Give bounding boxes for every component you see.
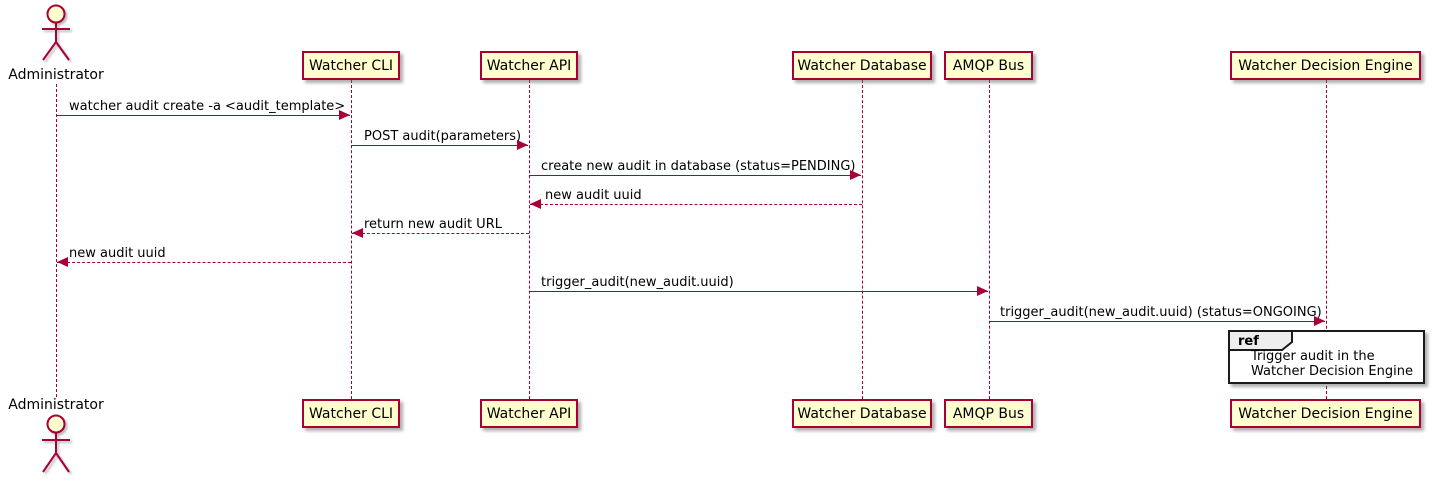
participant-label: Watcher Database xyxy=(797,405,927,422)
participant-label: Watcher CLI xyxy=(308,405,394,422)
lifeline-watcher-cli xyxy=(351,80,352,399)
actor-name-top: Administrator xyxy=(8,67,104,83)
participant-watcher-decision-engine-bottom: Watcher Decision Engine xyxy=(1230,399,1421,428)
message-label: create new audit in database (status=PEN… xyxy=(541,159,856,174)
message-return-line xyxy=(57,262,351,263)
message-arrow-line xyxy=(56,115,350,116)
arrowhead-icon xyxy=(352,228,363,238)
ref-frame: ref Trigger audit in the Watcher Decisio… xyxy=(1228,330,1425,384)
participant-watcher-api-top: Watcher API xyxy=(480,51,578,80)
participant-watcher-cli-bottom: Watcher CLI xyxy=(302,399,400,428)
participant-label: Watcher API xyxy=(486,405,572,422)
lifeline-watcher-database xyxy=(862,80,863,399)
arrowhead-icon xyxy=(1314,316,1325,326)
lifeline-administrator xyxy=(56,84,57,397)
message-label: trigger_audit(new_audit.uuid) xyxy=(541,275,734,290)
arrowhead-icon xyxy=(339,110,350,120)
lifeline-watcher-api xyxy=(529,80,530,399)
participant-label: Watcher Decision Engine xyxy=(1238,57,1413,74)
participant-amqp-bus-bottom: AMQP Bus xyxy=(944,399,1033,428)
participant-label: Watcher CLI xyxy=(308,57,394,74)
participant-amqp-bus-top: AMQP Bus xyxy=(944,51,1033,80)
ref-tab-icon xyxy=(1228,330,1293,351)
message-label: trigger_audit(new_audit.uuid) (status=ON… xyxy=(1000,305,1322,320)
message-return-line xyxy=(530,204,862,205)
lifeline-amqp-bus xyxy=(989,80,990,399)
participant-label: Watcher API xyxy=(486,57,572,74)
ref-text-line1: Trigger audit in the xyxy=(1251,349,1375,364)
arrowhead-icon xyxy=(517,140,528,150)
participant-watcher-api-bottom: Watcher API xyxy=(480,399,578,428)
participant-label: Watcher Decision Engine xyxy=(1238,405,1413,422)
message-arrow-line xyxy=(529,291,988,292)
arrowhead-icon xyxy=(850,170,861,180)
message-label: new audit uuid xyxy=(69,246,166,261)
message-arrow-line xyxy=(529,175,861,176)
arrowhead-icon xyxy=(977,286,988,296)
message-label: POST audit(parameters) xyxy=(364,129,522,144)
actor-icon-bottom xyxy=(42,414,70,473)
ref-text: Trigger audit in the Watcher Decision En… xyxy=(1251,349,1413,379)
arrowhead-icon xyxy=(530,199,541,209)
participant-label: AMQP Bus xyxy=(952,57,1025,74)
actor-name-bottom: Administrator xyxy=(8,397,104,413)
ref-keyword: ref xyxy=(1238,334,1259,349)
ref-text-line2: Watcher Decision Engine xyxy=(1251,364,1413,379)
participant-label: AMQP Bus xyxy=(952,405,1025,422)
message-label: return new audit URL xyxy=(364,217,502,232)
participant-watcher-cli-top: Watcher CLI xyxy=(302,51,400,80)
message-label: new audit uuid xyxy=(545,188,642,203)
actor-icon xyxy=(42,4,70,61)
participant-watcher-database-bottom: Watcher Database xyxy=(792,399,932,428)
message-arrow-line xyxy=(351,145,528,146)
arrowhead-icon xyxy=(57,257,68,267)
message-return-line xyxy=(352,233,529,234)
participant-watcher-database-top: Watcher Database xyxy=(792,51,932,80)
participant-label: Watcher Database xyxy=(797,57,927,74)
message-arrow-line xyxy=(989,321,1325,322)
lifeline-watcher-decision-engine xyxy=(1326,80,1327,399)
participant-watcher-decision-engine-top: Watcher Decision Engine xyxy=(1230,51,1421,80)
message-label: watcher audit create -a <audit_template> xyxy=(69,99,346,114)
